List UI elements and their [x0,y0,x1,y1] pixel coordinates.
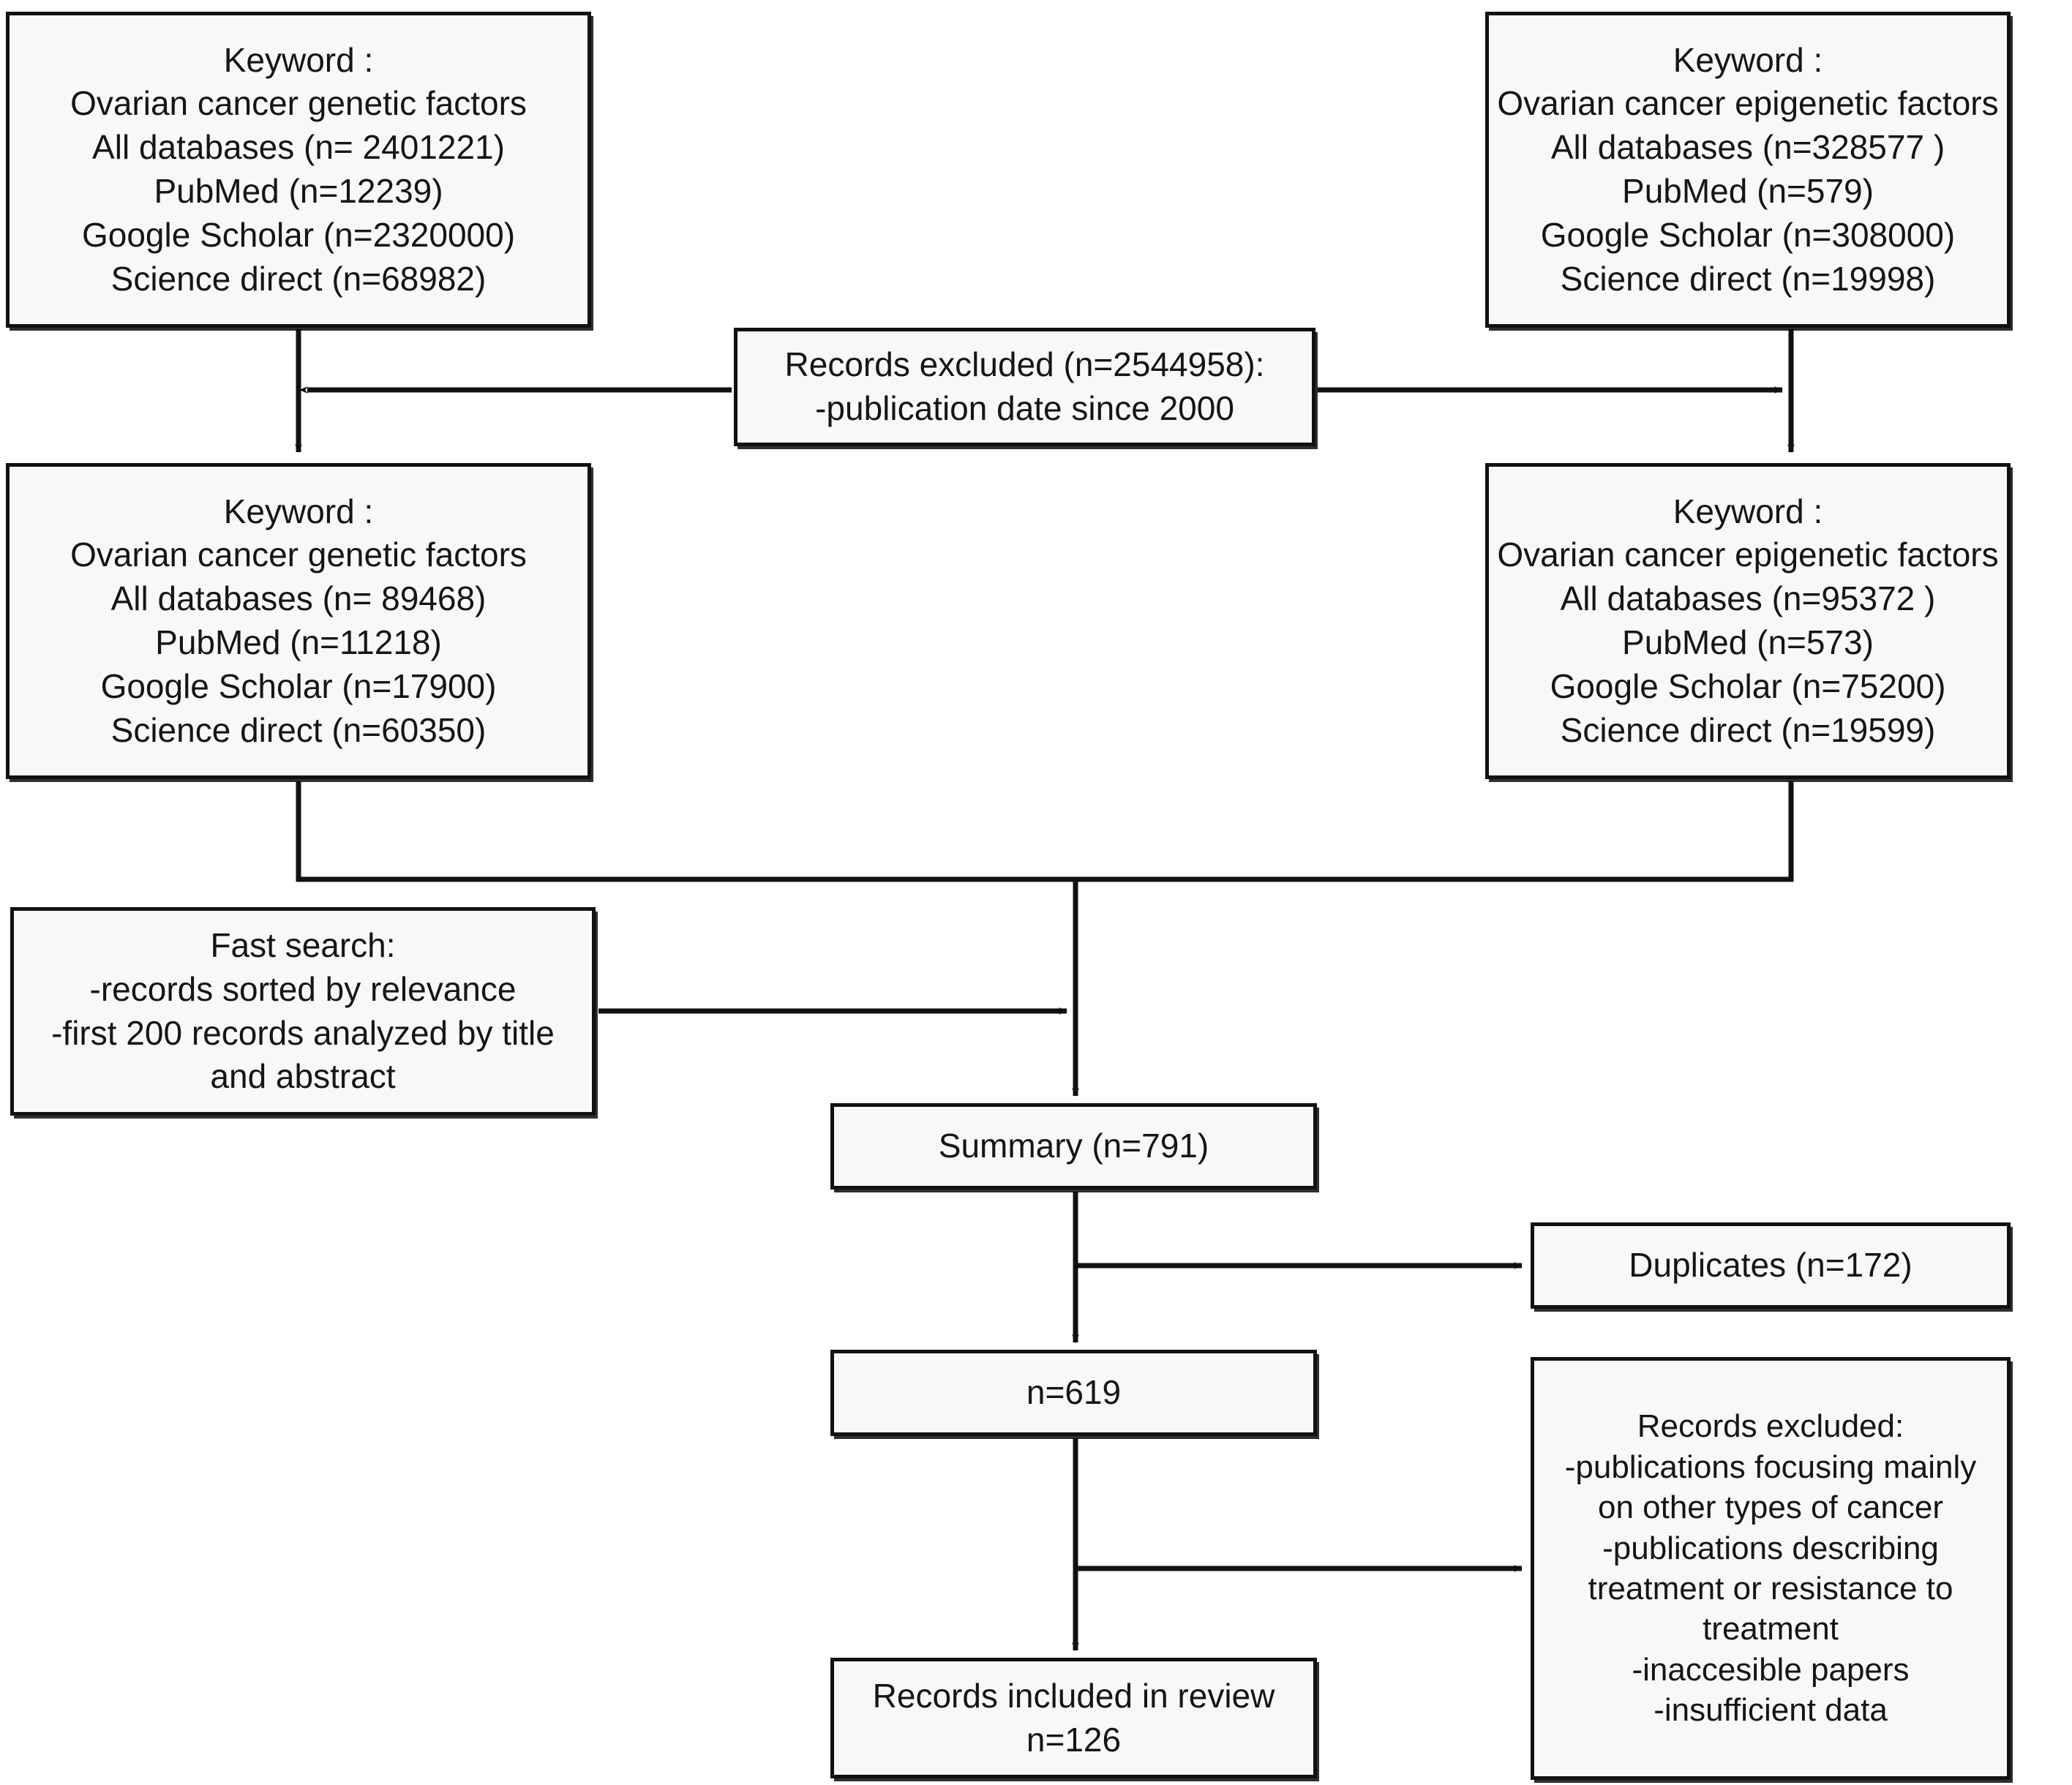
node-line: Records excluded: [1637,1408,1904,1445]
node-line: Records excluded (n=2544958): [784,345,1265,384]
node-line: Google Scholar (n=2320000) [81,215,516,254]
node-fast-search: Fast search: -records sorted by relevanc… [10,907,596,1116]
node-line: n=126 [1026,1720,1122,1759]
node-line: All databases (n= 2401221) [92,128,505,167]
node-line: PubMed (n=579) [1622,172,1874,210]
node-line: treatment [1703,1611,1839,1647]
node-line: Keyword : [223,492,374,530]
node-line: All databases (n= 89468) [110,579,487,618]
node-line: -publications describing [1602,1530,1939,1566]
node-line: PubMed (n=573) [1622,623,1874,661]
node-line: PubMed (n=11218) [155,623,442,661]
node-line: PubMed (n=12239) [154,172,443,210]
node-line: -publication date since 2000 [815,389,1234,427]
node-line: Google Scholar (n=75200) [1550,666,1946,705]
node-line: Summary (n=791) [938,1127,1209,1165]
node-duplicates: Duplicates (n=172) [1531,1222,2011,1309]
node-line: Google Scholar (n=17900) [100,666,497,705]
node-line: Duplicates (n=172) [1629,1246,1913,1285]
node-n619: n=619 [830,1350,1317,1436]
node-records-included-in-review: Records included in review n=126 [830,1658,1317,1778]
node-line: Keyword : [1673,40,1823,79]
node-line: Keyword : [1673,492,1823,530]
node-line: All databases (n=328577 ) [1550,128,1945,167]
node-line: -publications focusing mainly [1564,1448,1977,1485]
node-genetic-filtered-search: Keyword : Ovarian cancer genetic factors… [6,463,591,779]
node-epigenetic-initial-search: Keyword : Ovarian cancer epigenetic fact… [1485,12,2011,328]
node-epigenetic-filtered-search: Keyword : Ovarian cancer epigenetic fact… [1485,463,2011,779]
node-line: Science direct (n=68982) [110,259,487,298]
node-line: Ovarian cancer epigenetic factors [1497,84,1999,123]
node-records-excluded-reasons: Records excluded: -publications focusing… [1531,1357,2011,1780]
node-line: Ovarian cancer genetic factors [70,536,527,574]
node-line: Science direct (n=60350) [110,710,487,749]
node-line: Science direct (n=19998) [1560,259,1936,298]
node-line: -records sorted by relevance [89,969,517,1008]
node-line: treatment or resistance to [1588,1571,1953,1606]
node-records-excluded-by-date: Records excluded (n=2544958): -publicati… [734,328,1315,446]
node-line: All databases (n=95372 ) [1560,579,1936,618]
node-line: on other types of cancer [1597,1489,1944,1526]
node-genetic-initial-search: Keyword : Ovarian cancer genetic factors… [6,12,591,328]
node-line: Ovarian cancer genetic factors [70,84,527,123]
connector-genetic-filtered-merge [296,781,1076,882]
node-line: -inaccesible papers [1632,1651,1910,1688]
node-line: Google Scholar (n=308000) [1540,215,1956,254]
node-line: n=619 [1026,1373,1122,1412]
node-line: -first 200 records analyzed by title [51,1013,555,1052]
node-line: and abstract [210,1057,396,1096]
node-line: Ovarian cancer epigenetic factors [1497,536,1999,574]
node-summary: Summary (n=791) [830,1103,1317,1190]
node-line: -insufficient data [1654,1692,1888,1729]
node-line: Science direct (n=19599) [1560,710,1936,749]
node-line: Keyword : [223,40,374,79]
node-line: Fast search: [210,925,396,964]
connector-epigenetic-filtered-merge [1076,781,1794,882]
node-line: Records included in review [872,1676,1275,1715]
